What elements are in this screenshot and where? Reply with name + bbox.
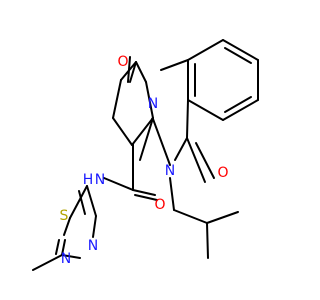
atom-n-thiadiazole-a: N xyxy=(88,238,98,254)
atom-h-amide: H xyxy=(83,172,94,188)
pyrrolidinone-ring xyxy=(112,56,154,146)
isobutyl-chain xyxy=(169,177,239,259)
benzene-ring xyxy=(187,39,259,121)
atom-o-top: O xyxy=(117,54,128,70)
atom-labels: O N N O O N H S N N xyxy=(60,54,229,267)
quinazolinone-ring xyxy=(139,59,215,183)
molecule-canvas: O N N O O N H S N N xyxy=(32,39,259,271)
atom-n-ring: N xyxy=(148,96,158,112)
atom-o-lower: O xyxy=(217,165,228,181)
amide-group xyxy=(103,143,158,201)
structure-drawing: O N N O O N H S N N xyxy=(32,39,259,271)
atom-n-amide: N xyxy=(95,172,105,188)
thiadiazole-ring xyxy=(32,185,97,271)
atom-n-thiadiazole-b: N xyxy=(61,251,71,267)
atom-s: S xyxy=(60,208,69,224)
atom-o-amide: O xyxy=(154,197,165,213)
atom-n-lower: N xyxy=(165,163,175,179)
